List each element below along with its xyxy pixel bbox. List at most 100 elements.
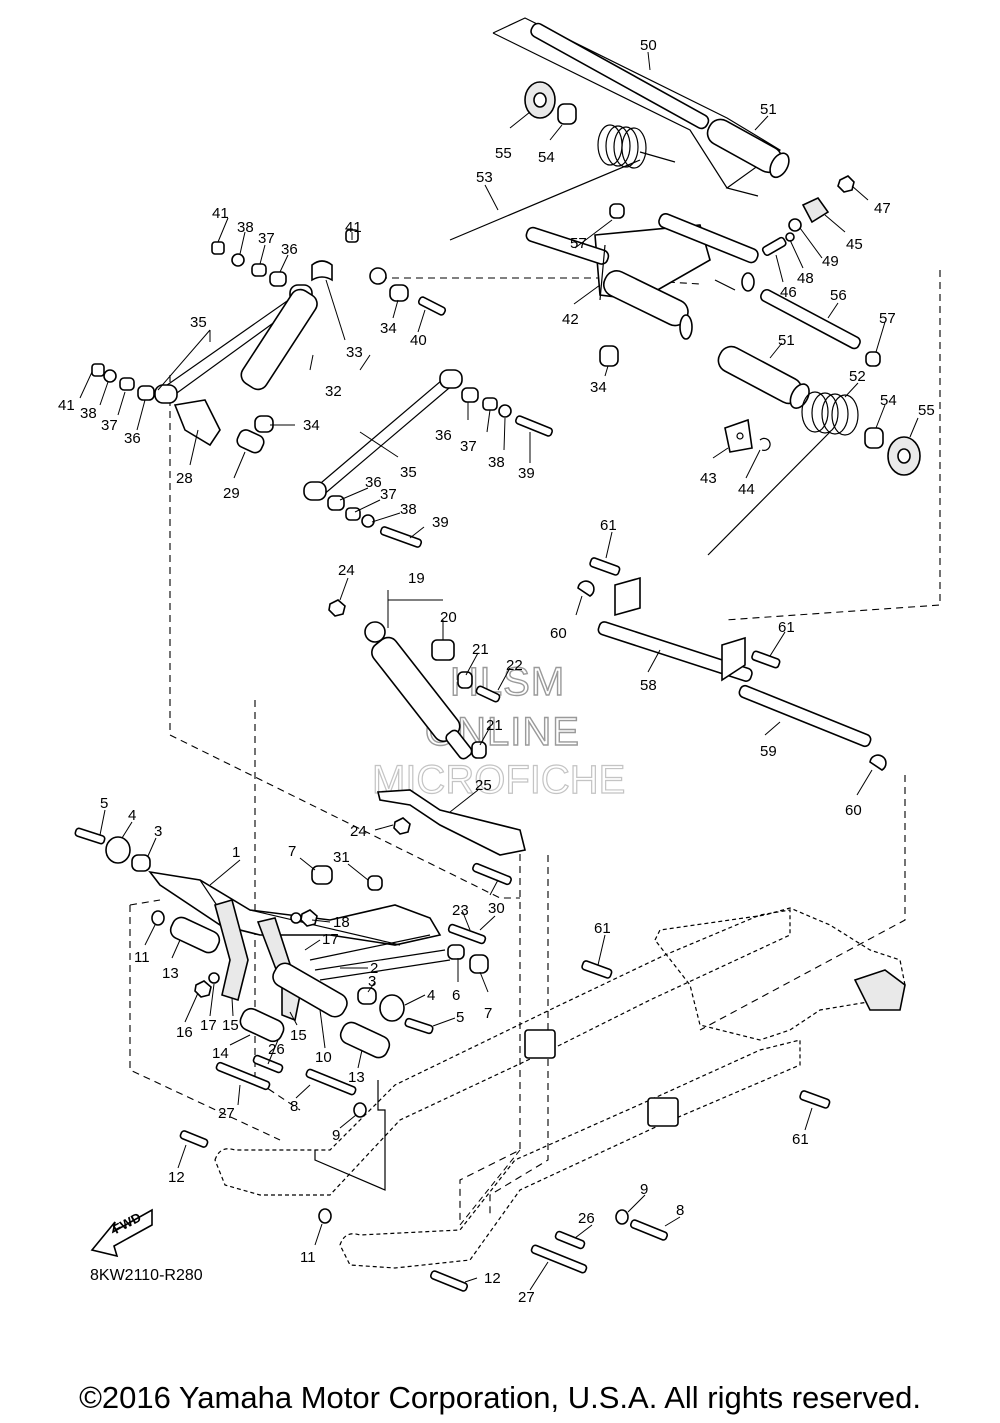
nut-47	[837, 175, 855, 193]
callout-8-left: 8	[290, 1098, 298, 1115]
nut-24-top	[328, 599, 346, 617]
callout-26-left: 26	[268, 1041, 285, 1058]
collar-34-upper	[389, 284, 409, 302]
callout-11-bottom: 11	[300, 1249, 316, 1266]
callout-34-left: 34	[303, 417, 320, 434]
callout-33: 33	[346, 344, 363, 361]
callout-41-left: 41	[58, 397, 75, 414]
rail-left	[214, 909, 791, 1196]
rear-frame-tip	[853, 969, 906, 1011]
callout-37-right-top: 37	[460, 438, 477, 455]
callout-29: 29	[223, 485, 240, 502]
collar-21-bottom	[471, 741, 487, 759]
callout-26-right: 26	[578, 1210, 595, 1227]
callout-41-top: 41	[212, 205, 229, 222]
collar-37-right-top	[482, 397, 498, 411]
callout-49: 49	[822, 253, 839, 270]
rear-cross-assembly	[577, 557, 887, 1109]
leader-lines	[79, 51, 919, 1291]
callout-4-top: 4	[128, 807, 136, 824]
collar-13-right	[339, 1021, 391, 1059]
callout-38-left: 38	[80, 405, 97, 422]
callout-34-pivot: 34	[590, 379, 607, 396]
callout-51-upper: 51	[760, 101, 777, 118]
callout-53: 53	[476, 169, 493, 186]
spring-20	[431, 639, 455, 661]
callout-55-lower: 55	[918, 402, 935, 419]
bracket-28	[173, 399, 221, 447]
drawing-code: 8KW2110-R280	[90, 1267, 203, 1284]
callout-58: 58	[640, 677, 657, 694]
callout-7-top: 7	[288, 843, 296, 860]
callout-5-top: 5	[100, 795, 108, 812]
shaft-58	[597, 621, 753, 682]
callout-54-upper: 54	[538, 149, 555, 166]
nut-18	[300, 909, 318, 927]
bolt-8-right	[629, 1219, 669, 1241]
callout-22: 22	[506, 657, 523, 674]
collar-31	[367, 875, 383, 891]
bolt-40	[417, 296, 447, 316]
bolt-26-right	[554, 1230, 586, 1250]
callout-31: 31	[333, 849, 350, 866]
callout-13-left: 13	[162, 965, 179, 982]
washer-49	[788, 218, 802, 232]
callout-51-lower: 51	[778, 332, 795, 349]
washer-11-top	[151, 910, 165, 926]
callout-14: 14	[212, 1045, 229, 1062]
frame-rear-pivot-left	[492, 32, 728, 189]
bracket-42	[525, 213, 759, 340]
callout-36-right-top: 36	[435, 427, 452, 444]
callout-61-rail-top: 61	[594, 920, 611, 937]
callout-19: 19	[408, 570, 425, 587]
arm-2	[314, 949, 446, 971]
callout-54-lower: 54	[880, 392, 897, 409]
callout-37-right-bottom: 37	[380, 486, 397, 503]
callout-27-left: 27	[218, 1105, 235, 1122]
washer-9-left	[353, 1102, 367, 1118]
collar-14	[239, 1007, 285, 1043]
shock-19	[371, 636, 473, 760]
callout-38-right-top: 38	[488, 454, 505, 471]
collar-34-left	[254, 415, 274, 433]
callout-37-top: 37	[258, 230, 275, 247]
washer-60-bottom	[869, 754, 887, 771]
spring-52-upper	[597, 124, 676, 169]
callout-18: 18	[333, 914, 350, 931]
guide-rear-bottom	[699, 775, 906, 1031]
collar-34-pivot	[599, 345, 619, 367]
bracket-25	[376, 789, 526, 856]
rear-pivot-assembly	[449, 22, 921, 556]
callout-61-top: 61	[600, 517, 617, 534]
shaft-50	[530, 22, 710, 130]
callout-40: 40	[410, 332, 427, 349]
rod-53	[449, 159, 641, 241]
rail-right	[339, 1039, 801, 1269]
guide-left-frame-top	[129, 899, 161, 906]
body-32	[240, 288, 318, 391]
collar-6	[447, 944, 465, 960]
callout-39-top: 39	[518, 465, 535, 482]
bolt-5-top	[74, 827, 106, 845]
bolt-61-top	[589, 557, 621, 576]
washer-48	[785, 232, 795, 242]
callout-46: 46	[780, 284, 797, 301]
sleeve-51-upper	[706, 118, 790, 179]
guide-right-rail	[724, 270, 941, 621]
callout-15-left: 15	[222, 1017, 239, 1034]
bolt-8-left	[305, 1068, 357, 1096]
plate-43	[724, 418, 753, 453]
spring-52-lower	[707, 391, 859, 556]
callout-48: 48	[797, 270, 814, 287]
bolt-5-bottom	[404, 1017, 434, 1035]
nut-24-bottom	[393, 817, 411, 835]
callout-8-right: 8	[676, 1202, 684, 1219]
callout-35-lower: 35	[400, 464, 417, 481]
callout-labels: 50 51 55 54 53 47 45 49 48 46 57 42 34 5…	[58, 37, 935, 1306]
shock-assembly	[328, 599, 526, 945]
collar-37-right-bottom	[345, 507, 361, 521]
callout-52: 52	[849, 368, 866, 385]
collar-54-upper	[557, 103, 577, 125]
callout-47: 47	[874, 200, 891, 217]
callout-12-right: 12	[484, 1270, 501, 1287]
